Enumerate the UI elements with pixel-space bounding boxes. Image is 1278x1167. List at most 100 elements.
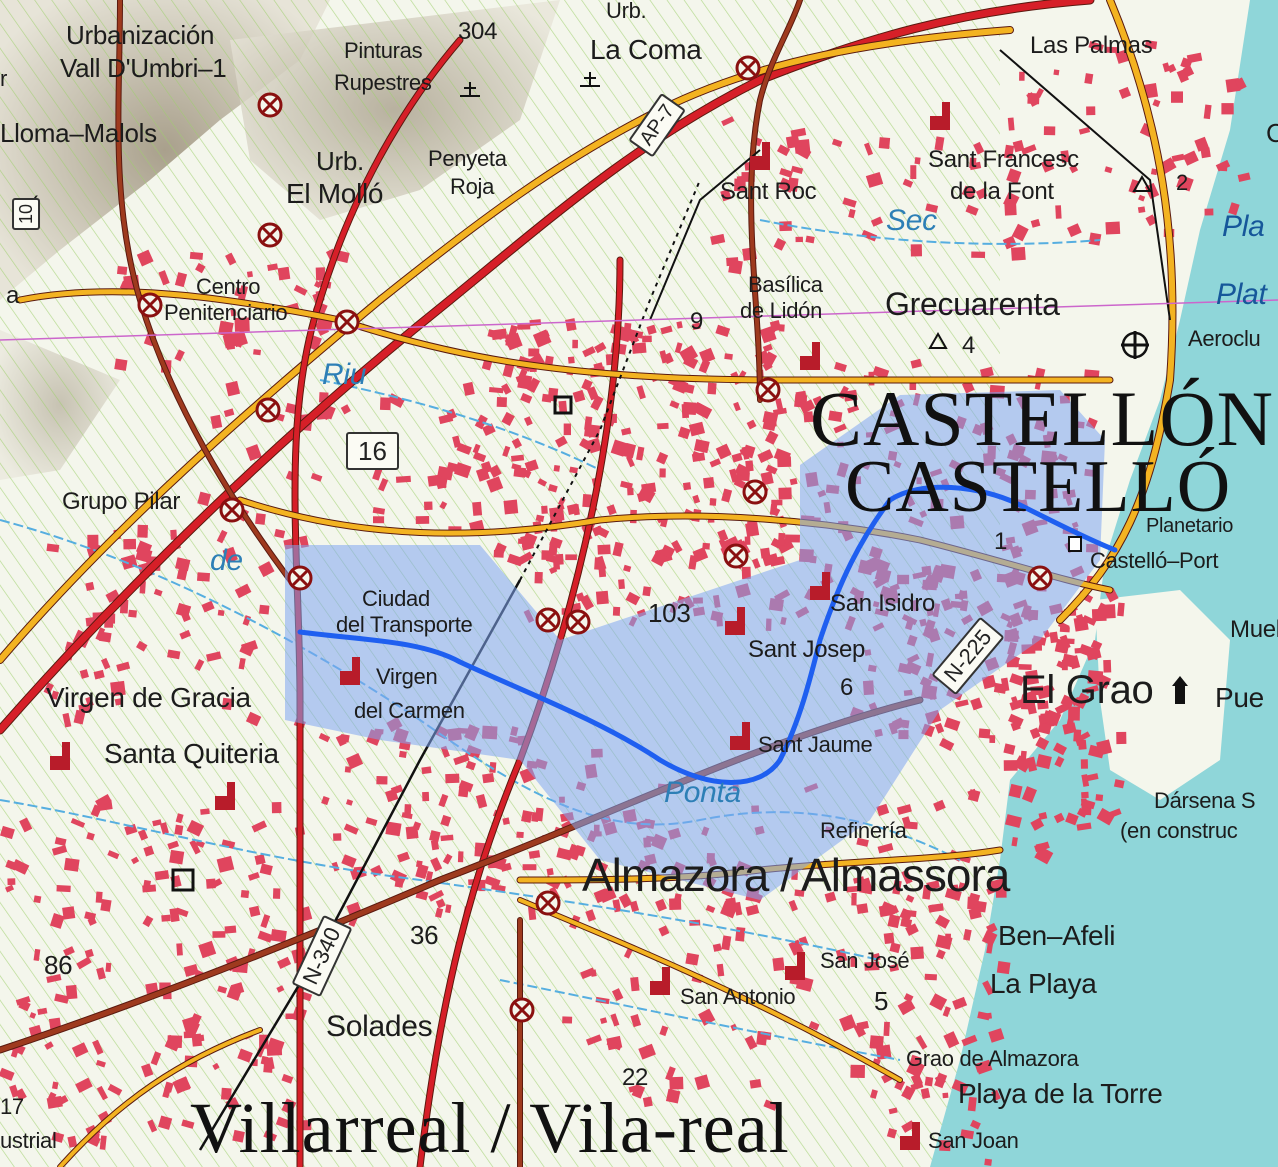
urban-block <box>915 1035 928 1050</box>
urban-block <box>828 410 843 422</box>
junction-icon <box>535 890 561 916</box>
urban-block <box>595 555 607 571</box>
urban-block <box>482 773 495 784</box>
urban-block <box>1171 153 1185 163</box>
label-ciudad: Ciudad <box>362 586 430 611</box>
urban-block <box>491 883 506 892</box>
urban-block <box>903 909 917 918</box>
urban-block <box>159 822 169 835</box>
urban-block <box>721 488 733 503</box>
urban-block <box>965 204 979 216</box>
urban-block <box>142 915 154 928</box>
urban-block <box>1035 87 1044 98</box>
urban-block <box>775 398 784 412</box>
urban-block <box>124 823 138 836</box>
urban-block <box>716 963 725 977</box>
urban-block <box>1075 613 1086 628</box>
urban-block <box>275 1116 291 1129</box>
urban-block <box>659 1025 669 1037</box>
urban-block <box>335 734 347 747</box>
urban-block <box>169 907 180 923</box>
urban-block <box>226 986 242 1001</box>
label-solades: Solades <box>326 1010 433 1043</box>
urban-block <box>935 914 950 929</box>
road <box>749 0 802 402</box>
route-line[interactable] <box>297 484 1118 785</box>
label-aeroclub: Aeroclu <box>1188 326 1261 351</box>
urban-block <box>502 445 511 458</box>
urban-block <box>501 383 512 395</box>
urban-block <box>425 870 434 882</box>
urban-block <box>642 586 652 597</box>
urban-block <box>479 879 486 892</box>
urban-block <box>778 177 795 193</box>
urban-block <box>62 906 76 920</box>
summit-icon <box>928 331 948 349</box>
urban-block <box>501 411 515 426</box>
urban-block <box>1162 62 1171 73</box>
urban-block <box>254 854 266 865</box>
urban-block <box>1096 739 1113 756</box>
urban-block <box>263 1059 274 1073</box>
urban-block <box>705 904 716 914</box>
urban-block <box>259 604 270 615</box>
urban-block <box>49 913 65 929</box>
summit-icon <box>1132 174 1152 192</box>
church-icon <box>725 607 745 635</box>
urban-block <box>676 321 683 329</box>
junction-icon <box>137 292 163 318</box>
urban-block <box>1002 235 1017 250</box>
urban-block <box>877 843 894 854</box>
urban-block <box>85 581 95 591</box>
urban-block <box>988 1028 1005 1043</box>
urban-block <box>856 903 869 915</box>
urban-block <box>715 324 731 338</box>
urban-block <box>910 244 923 257</box>
urban-block <box>251 820 268 833</box>
urban-block <box>321 796 330 806</box>
urban-block <box>221 697 233 711</box>
label-urb-top: Urb. <box>606 0 647 23</box>
urban-block <box>401 812 413 820</box>
urban-block <box>1060 694 1075 708</box>
urban-block <box>595 590 609 605</box>
urban-block <box>257 930 273 943</box>
urban-block <box>763 1099 778 1111</box>
urban-block <box>79 669 89 679</box>
urban-block <box>528 348 540 357</box>
urban-block <box>19 817 33 833</box>
urban-block <box>176 1077 191 1093</box>
number-1: 1 <box>994 528 1008 555</box>
urban-block <box>703 476 715 489</box>
urban-block <box>344 766 352 773</box>
urban-block <box>665 1088 681 1104</box>
urban-block <box>977 1011 991 1021</box>
urban-block <box>534 807 544 822</box>
urban-block <box>790 127 807 138</box>
urban-block <box>785 135 800 149</box>
urban-block <box>1038 812 1048 820</box>
urban-block <box>105 589 121 603</box>
urban-block <box>189 1021 200 1035</box>
urban-block <box>397 851 410 863</box>
urban-block <box>1035 753 1052 770</box>
number-86: 86 <box>44 950 73 980</box>
urban-block <box>221 1087 232 1100</box>
urban-block <box>154 870 170 881</box>
urban-block <box>48 1017 62 1030</box>
number-9: 9 <box>690 308 704 335</box>
urban-block <box>523 416 533 426</box>
urban-block <box>253 349 262 356</box>
urban-block <box>1076 822 1092 831</box>
urban-block <box>62 712 72 728</box>
urban-block <box>11 859 30 875</box>
urban-block <box>656 451 669 465</box>
urban-block <box>682 482 692 491</box>
urban-block <box>86 832 95 841</box>
urban-block <box>658 925 670 937</box>
urban-block <box>95 1059 106 1068</box>
urban-block <box>606 1039 622 1051</box>
urban-block <box>457 851 464 863</box>
